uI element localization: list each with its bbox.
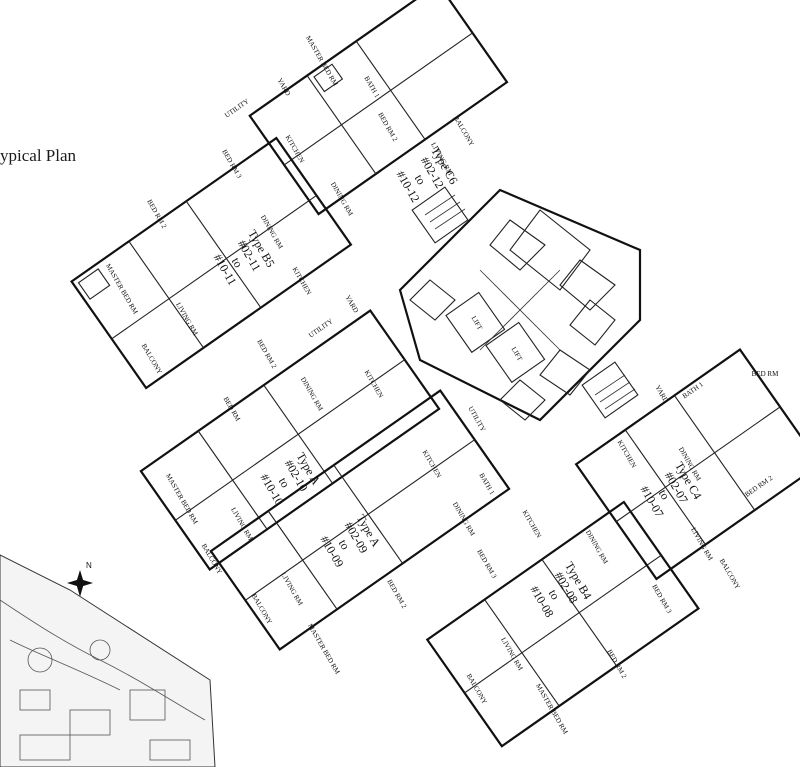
room-dining-a09: DINING RM (451, 501, 477, 538)
unit-b4-to-num: #10-08 (528, 583, 557, 619)
room-living-b5: LIVING RM (174, 301, 200, 337)
room-bed-a10: BED RM (222, 395, 243, 423)
unit-a-10-outline (139, 309, 441, 571)
unit-b4-outline (425, 500, 700, 748)
room-bed-c4: BED RM (752, 370, 779, 378)
room-yard-b5: YARD (344, 294, 360, 315)
unit-a09-to-num: #10-09 (318, 533, 347, 569)
room-balcony-b5: BALCONY (140, 342, 164, 375)
lift-label-2: LIFT (510, 346, 525, 363)
room-living-a09: LIVING RM (279, 571, 305, 607)
room-bed2-a10: BED RM 2 (255, 338, 278, 370)
page-title: ypical Plan (0, 146, 77, 165)
room-master-a09: MASTER BED RM (306, 622, 342, 676)
room-bath1-a09: BATH 1 (477, 472, 496, 497)
room-balcony-b4: BALCONY (465, 672, 489, 705)
room-yard-c4: YARD (654, 384, 670, 405)
room-bed2-c4: BED RM 2 (743, 474, 774, 499)
lift-label-1: LIFT (470, 315, 485, 332)
room-utility-a10: UTILITY (307, 317, 334, 339)
unit-c4-outline (574, 348, 800, 581)
site-key-plan (0, 554, 216, 767)
room-bed2-b5: BED RM 2 (145, 198, 168, 230)
unit-b5-outline (70, 136, 353, 390)
unit-a10-to-num: #10-10 (258, 471, 287, 507)
room-dining-c6: DINING RM (329, 181, 355, 218)
room-balcony-a09: BALCONY (250, 592, 274, 625)
room-kitchen-b5: KITCHEN (291, 266, 313, 297)
north-label: N (86, 561, 92, 570)
room-kitchen-a10: KITCHEN (363, 369, 385, 400)
room-kitchen-c6: KITCHEN (284, 134, 306, 165)
room-balcony-c6: BALCONY (452, 114, 476, 147)
room-bed2-a09: BED RM 2 (385, 578, 408, 610)
unit-c6-outline (248, 0, 509, 216)
room-balcony-c4: BALCONY (718, 557, 742, 590)
room-utility-c6: UTILITY (223, 97, 250, 119)
room-bed2-b4: BED RM 2 (605, 648, 628, 680)
room-master-b5: MASTER BED RM (104, 262, 140, 316)
room-utility-a09: UTILITY (466, 405, 487, 433)
room-bed3-b4b: BED RM 3 (650, 583, 673, 615)
room-bed3-b4: BED RM 3 (475, 548, 498, 580)
room-dining-a10: DINING RM (299, 376, 325, 413)
room-kitchen-b4: KITCHEN (521, 509, 543, 540)
north-arrow-icon: N (67, 561, 93, 597)
unit-b5-to-num: #10-11 (211, 251, 240, 287)
room-living-c4: LIVING RM (689, 526, 715, 562)
room-living-b4: LIVING RM (499, 636, 525, 672)
unit-a-09-outline (209, 389, 511, 651)
room-master-bed-c6: MASTER BED RM (304, 34, 340, 88)
room-bath1-c6: BATH 1 (362, 75, 381, 100)
room-master-b4: MASTER BED RM (534, 682, 570, 736)
room-bed2-c6: BED RM 2 (376, 111, 399, 143)
stairs (411, 186, 639, 419)
room-master-a10: MASTER BED RM (164, 472, 200, 526)
unit-c6-to-num: #10-12 (394, 168, 423, 204)
lift-core (398, 188, 642, 422)
room-dining-b4: DINING RM (584, 529, 610, 566)
